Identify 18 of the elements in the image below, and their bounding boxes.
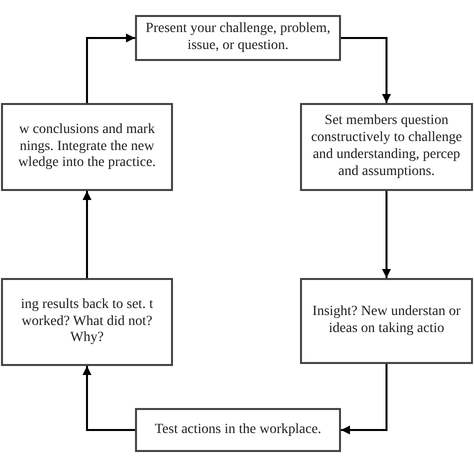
box-text: Set members question constructively to challenge and understanding, percep and assumptions. xyxy=(310,113,463,181)
process-box xyxy=(300,103,473,191)
arrow xyxy=(82,191,92,278)
box-text: w conclusions and mark nings. Integrate the new wledge into the practice. xyxy=(17,122,157,172)
arrow xyxy=(86,34,135,103)
box-text: ing results back to set. t worked? What did not? Why? xyxy=(20,296,154,348)
box-text: Insight? New understan or ideas on taking actio xyxy=(311,304,462,338)
arrow xyxy=(341,37,391,103)
process-box xyxy=(135,408,341,452)
box-text: Test actions in the workplace. xyxy=(154,422,322,438)
process-box xyxy=(300,278,473,364)
arrow xyxy=(382,191,391,278)
process-box xyxy=(1,103,173,191)
box-text: Present your challenge, problem, issue, or question. xyxy=(145,21,331,55)
process-box xyxy=(135,15,341,61)
process-box xyxy=(1,278,173,366)
arrow xyxy=(341,364,388,434)
arrow xyxy=(82,366,135,431)
